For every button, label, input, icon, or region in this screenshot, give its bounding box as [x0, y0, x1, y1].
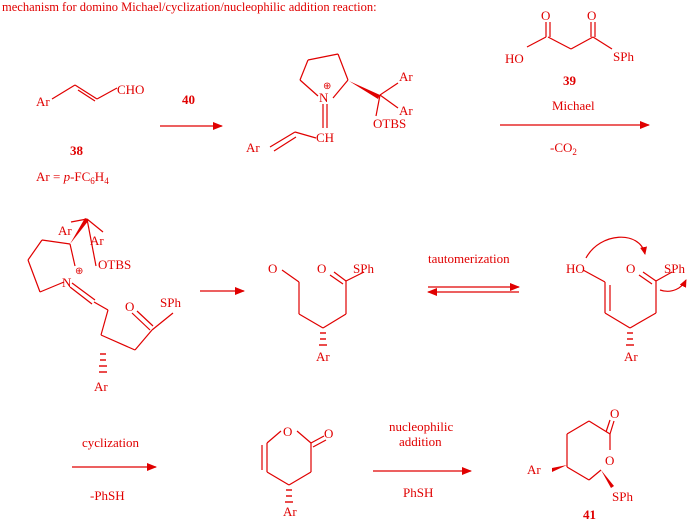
hashed-bond-2: [319, 332, 327, 346]
step-label-michael: Michael: [552, 98, 595, 113]
compound-41-ring-o-label: O: [605, 453, 614, 468]
adduct-ar-label-1: Ar: [58, 223, 72, 238]
step-label-cyclization: cyclization: [82, 435, 140, 450]
enol-ar-label: Ar: [624, 349, 638, 364]
dihydropyranone-structure: [261, 430, 327, 486]
compound-41-number: 41: [583, 507, 596, 522]
compound-39-sph-label: SPh: [613, 49, 634, 64]
step-label-tautomerization: tautomerization: [428, 251, 510, 266]
adduct-otbs-label: OTBS: [98, 257, 131, 272]
iminium-intermediate-structure: [269, 53, 399, 152]
thioester-carbonyl-o-label: O: [317, 261, 326, 276]
compound-41-sph-label: SPh: [612, 489, 633, 504]
thioester-ar-label: Ar: [316, 349, 330, 364]
compound-41-structure: [552, 419, 615, 488]
compound-41-carbonyl-o-label: O: [610, 406, 619, 421]
ar-definition: Ar = p-FC6H4: [36, 169, 109, 186]
iminium-ch-label: CH: [316, 130, 334, 145]
aldehyde-thioester-structure: [281, 269, 365, 329]
compound-39-number: 39: [563, 73, 577, 88]
step-label-minus-co2: -CO2: [550, 140, 577, 157]
compound-38-number: 38: [70, 143, 84, 158]
compound-39-o-label-2: O: [587, 8, 596, 23]
adduct-plus-charge: ⊕: [75, 266, 83, 277]
pyranone-carbonyl-o-label: O: [324, 426, 333, 441]
compound-38-structure: [51, 84, 118, 102]
iminium-otbs-label: OTBS: [373, 116, 406, 131]
iminium-ar-label-1: Ar: [399, 69, 413, 84]
hashed-bond-4: [285, 489, 293, 503]
step-label-minus-phsh: -PhSH: [90, 488, 125, 503]
iminium-ar-label-2: Ar: [399, 103, 413, 118]
enol-sph-label: SPh: [664, 261, 685, 276]
adduct-ar-label-3: Ar: [94, 379, 108, 394]
iminium-styryl-ar-label: Ar: [246, 140, 260, 155]
thioester-aldehyde-o-label: O: [268, 261, 277, 276]
adduct-sph-label: SPh: [160, 295, 181, 310]
iminium-plus-charge: ⊕: [323, 81, 331, 92]
pyranone-ring-o-label: O: [283, 424, 292, 439]
thioester-sph-label: SPh: [353, 261, 374, 276]
compound-38-cho-label: CHO: [117, 82, 144, 97]
scheme-caption: mechanism for domino Michael/cyclization…: [2, 0, 377, 14]
step-label-phsh: PhSH: [403, 485, 433, 500]
hashed-bond-1: [99, 353, 107, 373]
compound-38-ar-label: Ar: [36, 94, 50, 109]
compound-39-structure: [526, 22, 613, 50]
compound-39-ho-label: HO: [505, 51, 524, 66]
michael-adduct-iminium-structure: [27, 218, 174, 351]
compound-39-o-label-1: O: [541, 8, 550, 23]
step-label-nucleophilic: nucleophilic: [389, 419, 453, 434]
iminium-n-label: N: [319, 90, 329, 105]
compound-41-ar-label: Ar: [527, 462, 541, 477]
enol-ho-label: HO: [566, 261, 585, 276]
pyranone-ar-label: Ar: [283, 504, 297, 519]
adduct-o-label: O: [125, 299, 134, 314]
adduct-n-label: N: [62, 275, 72, 290]
adduct-ar-label-2: Ar: [90, 233, 104, 248]
hashed-bond-3: [626, 332, 634, 346]
enol-structure: [582, 236, 687, 329]
enol-o-label: O: [626, 261, 635, 276]
catalyst-40-number: 40: [182, 92, 195, 107]
step-label-addition: addition: [399, 434, 442, 449]
